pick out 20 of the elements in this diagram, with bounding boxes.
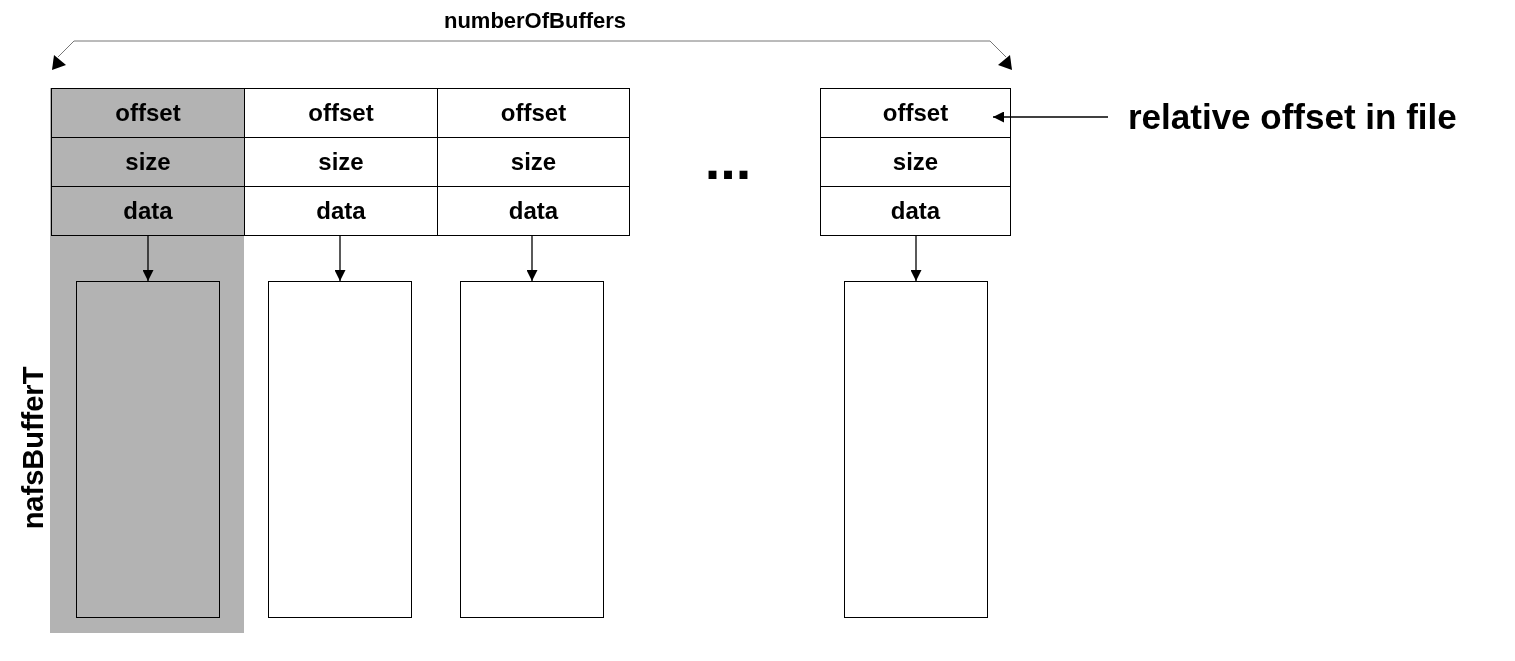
field-cell: offset — [820, 88, 1011, 138]
dimension-label: numberOfBuffers — [443, 10, 627, 32]
field-cell: data — [51, 186, 245, 236]
field-cell: data — [437, 186, 630, 236]
field-cell: offset — [51, 88, 245, 138]
field-cell: data — [820, 186, 1011, 236]
arrow — [334, 235, 346, 282]
ellipsis: ... — [704, 132, 752, 188]
arrow — [142, 235, 154, 282]
arrow — [992, 111, 1109, 123]
annotation-text: relative offset in file — [1128, 94, 1513, 140]
field-cell: offset — [437, 88, 630, 138]
arrow — [910, 235, 922, 282]
buffer-box — [460, 281, 604, 618]
buffer-box — [76, 281, 220, 618]
buffer-box — [268, 281, 412, 618]
buffer-box — [844, 281, 988, 618]
struct-name: nafsBufferT — [16, 366, 50, 530]
field-cell: size — [820, 137, 1011, 187]
arrow — [526, 235, 538, 282]
